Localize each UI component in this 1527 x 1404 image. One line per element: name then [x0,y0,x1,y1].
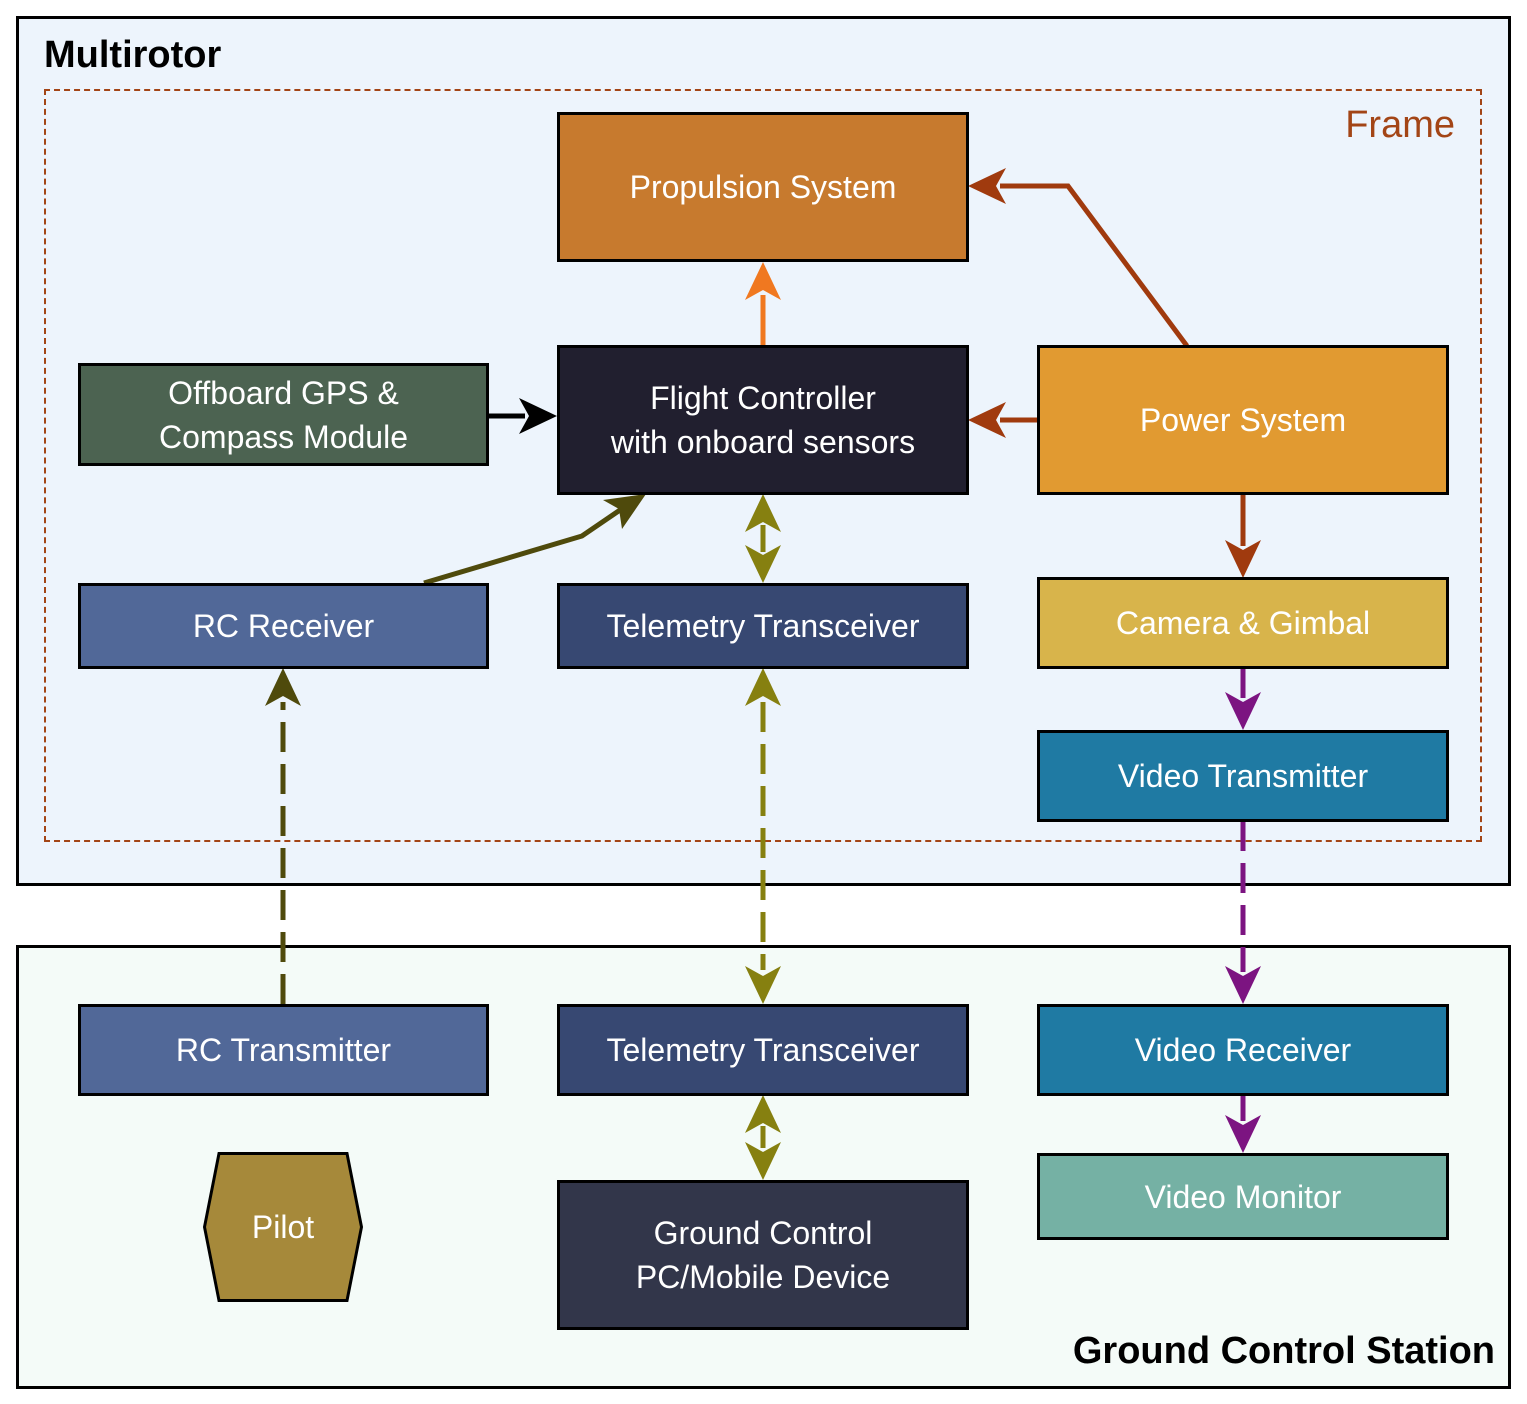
ground-control-device-node: Ground Control PC/Mobile Device [557,1180,969,1330]
arrow-telemetry-ground-control [745,1095,781,1180]
flight-controller-node: Flight Controller with onboard sensors [557,345,969,495]
video-monitor-label: Video Monitor [1144,1178,1342,1215]
rc-receiver-node: RC Receiver [78,583,489,669]
power-system-node: Power System [1037,345,1449,495]
pilot-node: Pilot [203,1152,363,1302]
arrow-power-to-flight-controller [968,402,1038,438]
video-monitor-node: Video Monitor [1037,1153,1449,1240]
pilot-label: Pilot [251,1208,315,1245]
rc-receiver-label: RC Receiver [192,608,375,644]
arrow-power-to-camera [1225,494,1261,578]
video-transmitter-label: Video Transmitter [1117,758,1369,794]
propulsion-system-node: Propulsion System [557,112,969,262]
camera-gimbal-node: Camera & Gimbal [1037,577,1449,669]
gps-compass-node: Offboard GPS & Compass Module [78,363,489,466]
telemetry-transceiver-air-label: Telemetry Transceiver [606,608,920,644]
arrow-telemetry-link [745,668,781,1004]
arrow-video-receiver-to-monitor [1225,1095,1261,1153]
ground-control-station-title: Ground Control Station [1072,1330,1495,1372]
arrow-rc-link [265,668,301,1004]
ground-control-device-label: Ground Control PC/Mobile Device [635,1215,891,1295]
arrow-flight-controller-to-propulsion [745,262,781,346]
power-system-label: Power System [1139,402,1347,438]
flight-controller-label: Flight Controller with onboard sensors [610,380,916,460]
propulsion-system-label: Propulsion System [629,169,897,205]
arrow-rc-receiver-to-flight-controller [423,494,646,586]
arrow-video-link [1225,821,1261,1004]
camera-gimbal-label: Camera & Gimbal [1115,605,1371,641]
video-receiver-label: Video Receiver [1134,1032,1352,1068]
telemetry-transceiver-air-node: Telemetry Transceiver [557,583,969,669]
telemetry-transceiver-ground-label: Telemetry Transceiver [606,1032,920,1068]
rc-transmitter-node: RC Transmitter [78,1004,489,1096]
gps-compass-label: Offboard GPS & Compass Module [159,374,408,455]
arrow-camera-to-video-transmitter [1225,668,1261,730]
arrow-power-to-propulsion [968,168,1190,348]
arrow-flight-controller-telemetry [745,494,781,583]
video-receiver-node: Video Receiver [1037,1004,1449,1096]
frame-label: Frame [1345,104,1455,146]
video-transmitter-node: Video Transmitter [1037,730,1449,822]
multirotor-title: Multirotor [44,34,222,76]
arrow-gps-to-flight-controller [488,398,557,434]
telemetry-transceiver-ground-node: Telemetry Transceiver [557,1004,969,1096]
pilot-hexagon-shape [203,1152,363,1302]
rc-transmitter-label: RC Transmitter [175,1032,392,1068]
